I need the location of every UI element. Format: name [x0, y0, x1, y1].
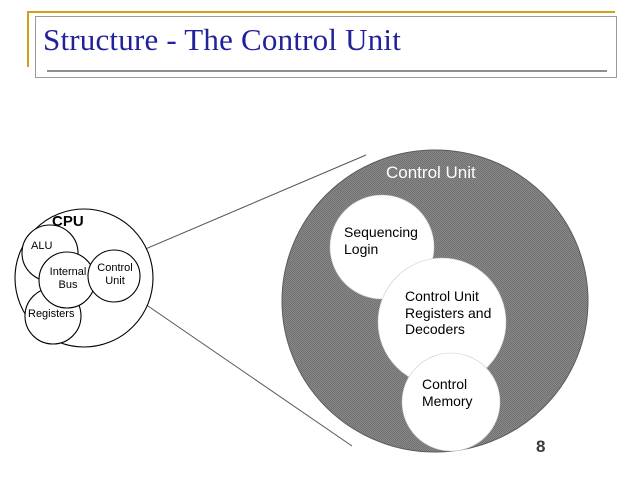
cpu-outer-label: CPU — [52, 213, 84, 230]
cpu-diagram — [14, 208, 154, 348]
cpu-part-label-control-unit: Control Unit — [97, 262, 133, 287]
cpu-part-label-alu: ALU — [31, 240, 53, 252]
control-unit-part-label-control-memory: Control Memory — [422, 376, 473, 409]
cpu-part-label-internal-bus: Internal Bus — [49, 266, 87, 291]
cpu-control-unit-circle — [87, 249, 141, 303]
title-underline — [47, 70, 607, 72]
page-number: 8 — [536, 437, 546, 456]
page-title: Structure - The Control Unit — [43, 22, 402, 57]
control-unit-part-label-sequencing-login: Sequencing Login — [344, 224, 418, 257]
control-memory-circle — [401, 352, 501, 452]
callout-connectors — [128, 154, 367, 447]
control-unit-outer-label: Control Unit — [386, 163, 476, 182]
control-unit-detail-diagram — [281, 149, 589, 453]
header-gold-rule-top — [27, 11, 615, 13]
header-gold-rule-left — [27, 11, 29, 67]
control-unit-part-label-registers-and-decoders: Control Unit Registers and Decoders — [405, 288, 492, 338]
cpu-part-label-registers: Registers — [28, 308, 75, 320]
title-box — [35, 16, 617, 78]
